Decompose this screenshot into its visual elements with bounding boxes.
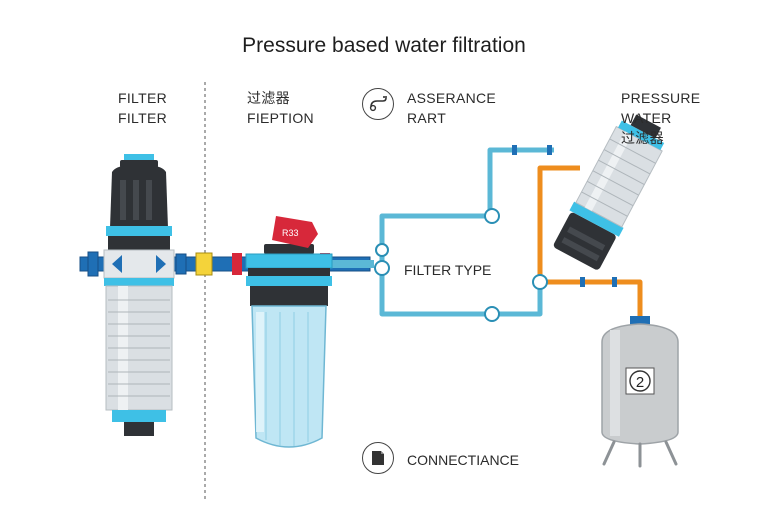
label-filter-group: FILTER FILTER — [118, 88, 167, 128]
label-asserance-group: ASSERANCE RART — [407, 88, 496, 128]
label-connectiance: CONNECTIANCE — [407, 452, 520, 468]
label-col4-line2: WATER — [621, 110, 672, 126]
label-col3-line2: RART — [407, 110, 447, 126]
center-housing-filter — [245, 244, 333, 448]
label-col4-line3: 过滤器 — [621, 130, 664, 146]
document-icon-glyph — [372, 451, 384, 465]
junction-circles — [374, 208, 548, 322]
label-col3-line1: ASSERANCE — [407, 90, 497, 106]
pipe-fittings — [512, 145, 617, 287]
diagram-title: Pressure based water filtration — [242, 34, 526, 57]
left-cartridge-filter — [103, 154, 175, 436]
label-fieption-group: 过滤器 FIEPTION — [247, 88, 314, 128]
label-pressure-group: PRESSURE WATER 过滤器 — [621, 88, 700, 148]
document-icon — [362, 442, 394, 474]
tilted-cartridge-filter — [553, 114, 665, 270]
yellow-fitting — [195, 252, 213, 276]
pipe-icon — [362, 88, 394, 120]
label-col4-line1: PRESSURE — [621, 90, 701, 106]
blue-branch-pipes — [379, 147, 554, 317]
orange-pipes — [537, 165, 643, 316]
label-col2-line2: FIEPTION — [247, 110, 314, 126]
tag-text: R33 — [282, 228, 299, 238]
pressure-tank: 2 — [601, 316, 679, 468]
label-col2-line1: 过滤器 — [247, 90, 290, 106]
label-filter-type: FILTER TYPE — [404, 262, 492, 278]
pipe-icon-glyph — [369, 96, 387, 112]
tank-number: 2 — [636, 374, 644, 391]
red-tag: R33 — [272, 216, 318, 248]
label-col1-line1: FILTER — [118, 90, 167, 106]
label-col1-line2: FILTER — [118, 110, 167, 126]
